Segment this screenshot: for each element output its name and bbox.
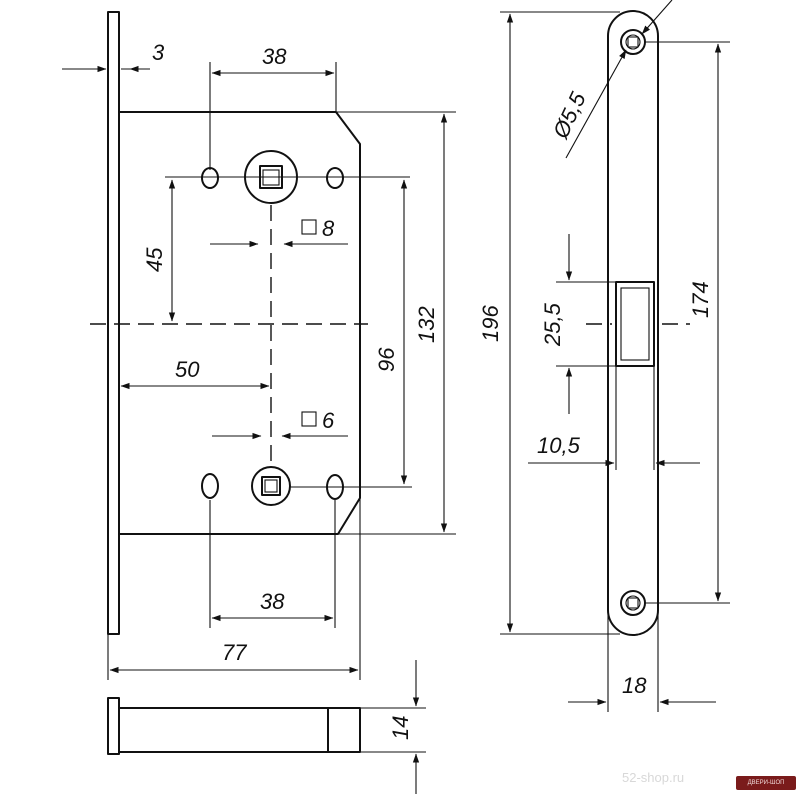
strike-screw-hole-bottom: [620, 590, 646, 616]
lock-side-view: 14: [107, 660, 426, 794]
side-case: [118, 707, 361, 753]
dim-strike-plate-width: 18: [568, 610, 716, 712]
dim-spindle-square-top-label: 8: [322, 216, 335, 241]
dim-handle-to-cylinder: 96: [290, 179, 412, 488]
dim-strike-opening-height-label: 25,5: [540, 302, 565, 347]
strike-latch-opening: [615, 281, 655, 367]
faceplate: [107, 11, 120, 635]
shop-logo-text: ДВЕРИ-ШОП: [747, 780, 785, 786]
dim-faceplate-length-label: 196: [478, 305, 503, 342]
dim-strike-opening-width-label: 10,5: [537, 433, 581, 458]
lock-case-outline: [118, 111, 361, 535]
dim-faceplate-length: 196: [478, 11, 620, 635]
dim-handle-to-handle: 45: [142, 176, 410, 322]
dim-handle-to-handle-label: 45: [142, 247, 167, 272]
dim-spindle-square-bottom: 6: [212, 408, 348, 440]
watermark-text: 52-shop.ru: [622, 770, 684, 785]
dim-strike-screw-spacing: 174: [645, 41, 730, 604]
dim-backset: 50: [120, 357, 270, 390]
bottom-spindle-hub: [251, 466, 291, 506]
dim-strike-plate-width-label: 18: [622, 673, 647, 698]
dim-case-thickness-label: 14: [388, 716, 413, 740]
dim-strike-opening-height: 25,5: [540, 234, 616, 414]
strike-screw-hole-top: [620, 29, 646, 55]
dim-case-thickness: 14: [360, 660, 426, 794]
dim-bottom-hole-spacing-label: 38: [260, 589, 285, 614]
dim-screw-hole-diameter: Ø5,5: [547, 0, 673, 159]
dim-faceplate-thickness: 3: [62, 40, 165, 73]
dim-case-depth: 77: [107, 498, 361, 680]
mounting-hole-top-left: [201, 167, 219, 189]
dim-case-depth-label: 77: [222, 640, 247, 665]
shop-logo-badge: ДВЕРИ-ШОП: [736, 776, 796, 790]
dim-case-height: 132: [336, 111, 456, 535]
dim-screw-hole-diameter-label: Ø5,5: [547, 88, 591, 143]
dim-case-height-label: 132: [414, 306, 439, 343]
dim-spindle-square-top: 8: [210, 216, 348, 248]
mounting-hole-top-right: [326, 167, 344, 189]
dim-strike-screw-spacing-label: 174: [688, 281, 713, 318]
dim-top-hole-spacing: 38: [209, 44, 337, 170]
dim-strike-opening-width: 10,5: [528, 366, 700, 470]
mounting-hole-bottom-left: [201, 473, 219, 499]
dim-backset-label: 50: [175, 357, 200, 382]
dim-faceplate-thickness-label: 3: [152, 40, 165, 65]
dim-bottom-hole-spacing: 38: [209, 500, 336, 628]
strike-plate-view: 196 Ø5,5 25,5 10,5: [478, 0, 730, 712]
square-symbol-top: [301, 219, 317, 235]
lock-body-front-view: 3 38 45 8 50: [62, 11, 456, 680]
dim-spindle-square-bottom-label: 6: [322, 408, 335, 433]
dim-top-hole-spacing-label: 38: [262, 44, 287, 69]
dim-handle-to-cylinder-label: 96: [374, 347, 399, 372]
side-faceplate: [107, 697, 120, 755]
square-symbol-bottom: [301, 411, 317, 427]
